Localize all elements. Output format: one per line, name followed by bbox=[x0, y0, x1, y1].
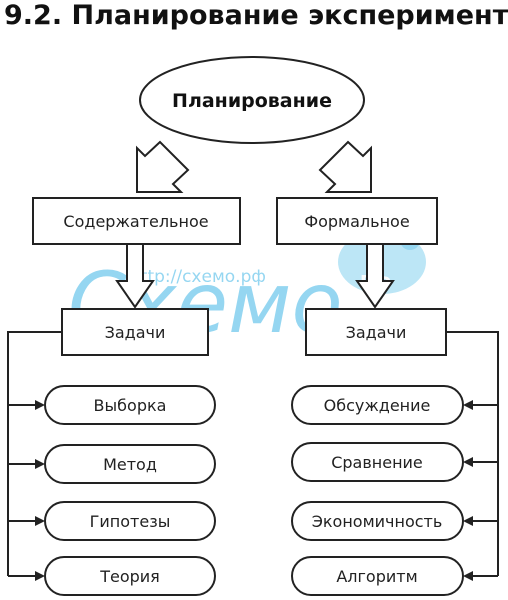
task-right-box bbox=[305, 308, 447, 356]
task-right-label: Задачи bbox=[346, 323, 407, 342]
left-item: Выборка bbox=[8, 385, 216, 425]
arrow-root-left bbox=[136, 140, 190, 193]
left-item-label: Гипотезы bbox=[90, 512, 171, 531]
right-item: Алгоритм bbox=[291, 556, 498, 596]
arrow-root-right bbox=[318, 140, 372, 193]
left-item-label: Выборка bbox=[94, 396, 167, 415]
root-label: Планирование bbox=[172, 90, 332, 112]
right-item-label: Обсуждение bbox=[324, 396, 431, 415]
arrowhead-icon bbox=[35, 516, 45, 526]
left-bracket-line bbox=[7, 331, 62, 576]
left-item-box bbox=[44, 556, 216, 596]
branch-left-label: Содержательное bbox=[63, 212, 208, 231]
branch-left-box bbox=[32, 197, 241, 245]
arrowhead-icon bbox=[35, 571, 45, 581]
right-item-label: Алгоритм bbox=[336, 567, 417, 586]
right-item: Обсуждение bbox=[291, 385, 498, 425]
left-item-label: Теория bbox=[99, 567, 160, 586]
arrowhead-icon bbox=[35, 400, 45, 410]
arrowhead-icon bbox=[35, 459, 45, 469]
right-bracket-line bbox=[446, 331, 499, 576]
branch-right-label: Формальное bbox=[304, 212, 409, 231]
right-item-box bbox=[291, 385, 464, 425]
right-item: Экономичность bbox=[291, 501, 498, 541]
arrow-right-down bbox=[355, 243, 395, 309]
arrowhead-icon bbox=[463, 516, 473, 526]
right-item-box bbox=[291, 556, 464, 596]
left-item: Метод bbox=[8, 444, 216, 484]
watermark-url: http://схемо.рф bbox=[130, 267, 266, 287]
right-item-label: Сравнение bbox=[331, 453, 423, 472]
branch-right-box bbox=[276, 197, 438, 245]
left-item: Теория bbox=[8, 556, 216, 596]
root-node bbox=[139, 56, 365, 144]
arrowhead-icon bbox=[463, 400, 473, 410]
arrowhead-icon bbox=[463, 457, 473, 467]
task-left-label: Задачи bbox=[105, 323, 166, 342]
arrowhead-icon bbox=[463, 571, 473, 581]
left-item: Гипотезы bbox=[8, 501, 216, 541]
task-left-box bbox=[61, 308, 209, 356]
right-item-box bbox=[291, 501, 464, 541]
right-item-label: Экономичность bbox=[312, 512, 443, 531]
left-item-box bbox=[44, 444, 216, 484]
arrow-left-down bbox=[115, 243, 155, 309]
right-item: Сравнение bbox=[291, 442, 498, 482]
right-item-box bbox=[291, 442, 464, 482]
left-item-box bbox=[44, 385, 216, 425]
left-item-box bbox=[44, 501, 216, 541]
left-item-label: Метод bbox=[103, 455, 157, 474]
page-title: 9.2. Планирование эксперимента bbox=[4, 0, 508, 31]
